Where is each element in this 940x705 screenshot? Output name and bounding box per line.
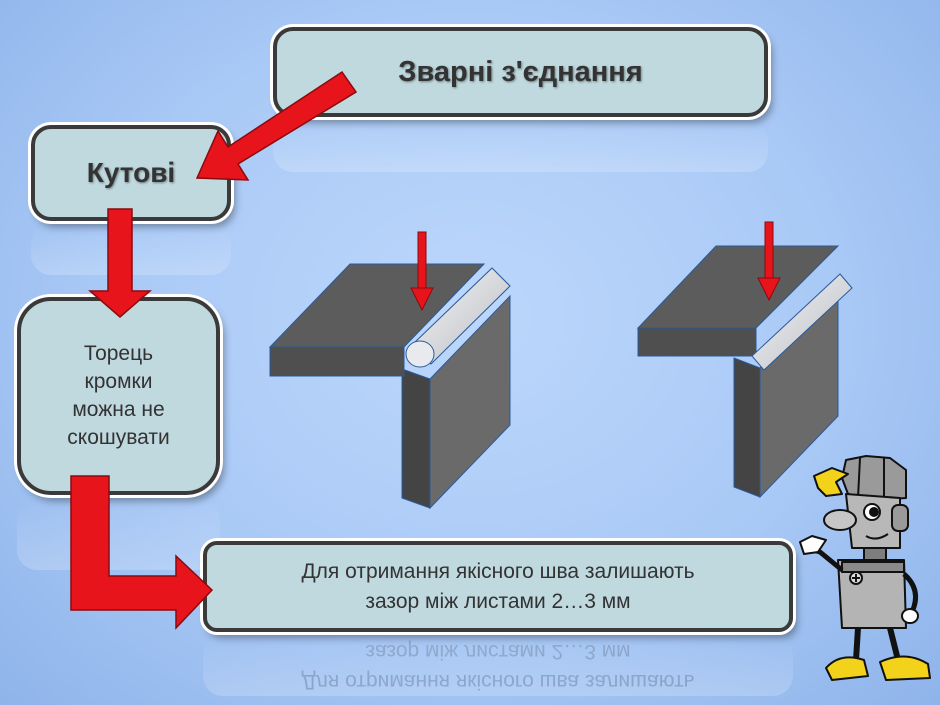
- joint-type-label: Кутові: [86, 157, 176, 188]
- gap-note-box: Для отримання якісного шва залишають заз…: [203, 541, 793, 632]
- edge-note-box: Торець кромки можна не скошувати: [17, 297, 220, 495]
- title-box: Зварні з'єднання: [273, 27, 768, 117]
- gap-note-text: Для отримання якісного шва залишають заз…: [301, 559, 695, 613]
- robot-mascot-icon: [799, 455, 931, 681]
- edge-note-text: Торець кромки можна не скошувати: [67, 342, 170, 449]
- page-title: Зварні з'єднання: [398, 55, 643, 88]
- corner-joint-left: [268, 231, 511, 510]
- arrow-note-to-bottom: [70, 475, 214, 630]
- corner-joint-right: [636, 221, 853, 499]
- arrow-type-to-note: [87, 208, 153, 318]
- arrow-title-to-type: [195, 70, 358, 181]
